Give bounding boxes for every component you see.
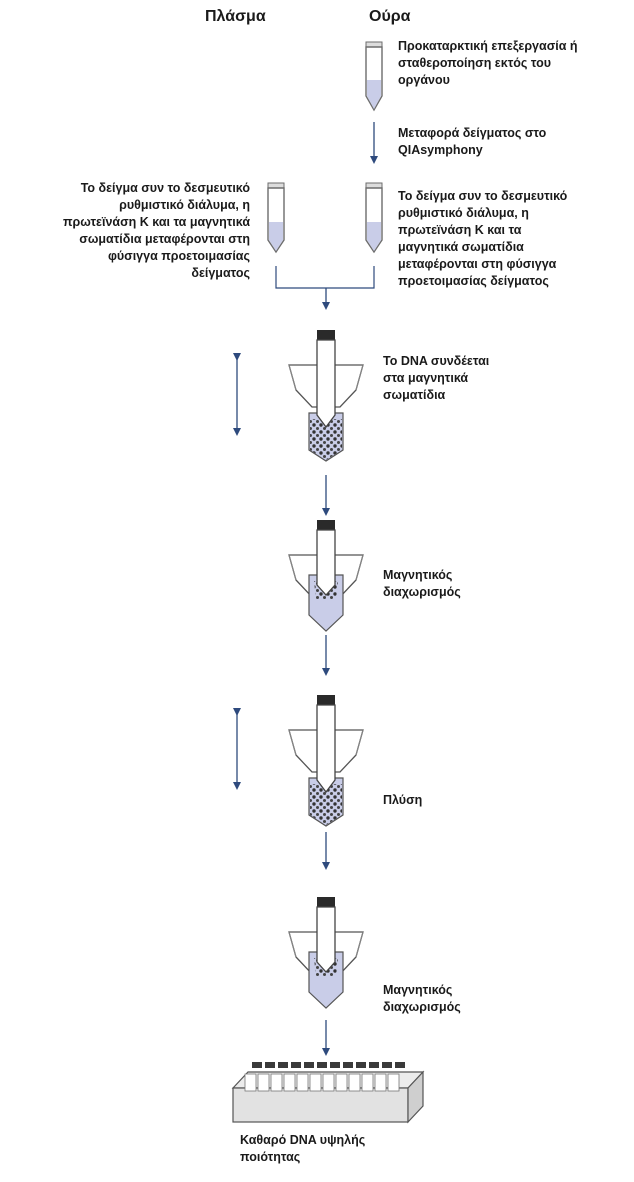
urine-tube — [365, 182, 383, 254]
bind-label: Το DNA συνδέεται στα μαγνητικά σωματίδια — [383, 354, 490, 402]
merge-bracket — [275, 266, 375, 289]
plasma-header: Πλάσμα — [205, 8, 266, 25]
cartridge-separation-2 — [288, 897, 364, 1009]
lysis-label: Πλύση — [383, 793, 423, 807]
plasma-mix-label: Το δείγμα συν το δεσμευτικό ρυθμιστικό δ… — [62, 181, 250, 280]
elution-rack — [231, 1062, 425, 1124]
transfer-label: Μεταφορά δείγματος στο QIAsymphony — [398, 126, 547, 157]
separation-1-label: Μαγνητικός διαχωρισμός — [383, 568, 461, 599]
plasma-tube — [267, 182, 285, 254]
pretreatment-label: Προκαταρκτική επεξεργασία ή σταθεροποίησ… — [398, 39, 578, 87]
urine-header: Ούρα — [369, 8, 411, 25]
cartridge-wash — [288, 695, 364, 827]
cartridge-binding — [288, 330, 364, 462]
cartridge-separation-1 — [288, 520, 364, 632]
urine-mix-label: Το δείγμα συν το δεσμευτικό ρυθμιστικό δ… — [398, 189, 568, 288]
final-label: Καθαρό DNA υψηλής ποιότητας — [240, 1133, 366, 1164]
separation-2-label: Μαγνητικός διαχωρισμός — [383, 983, 461, 1014]
urine-pretreatment-tube — [365, 41, 383, 112]
